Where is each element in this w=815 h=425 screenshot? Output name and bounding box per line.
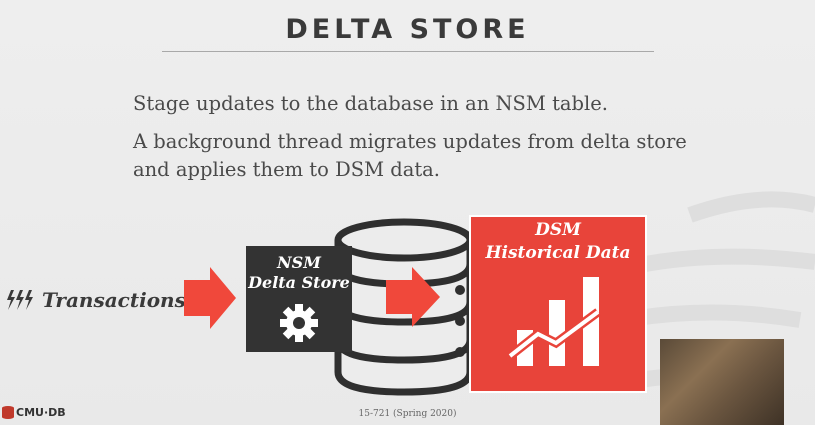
arrow-right-icon bbox=[184, 267, 236, 329]
dsm-box-line2: Historical Data bbox=[485, 243, 631, 263]
footer-logo: CMU·DB bbox=[0, 405, 66, 419]
video-inset bbox=[660, 339, 784, 425]
transactions-label: Transactions bbox=[42, 288, 186, 312]
gear-icon bbox=[280, 304, 318, 342]
nsm-box-line2: Delta Store bbox=[248, 273, 350, 292]
arrow-right-icon bbox=[386, 267, 440, 327]
cmu-db-logo-icon bbox=[2, 406, 14, 419]
transactions-group: Transactions bbox=[4, 285, 186, 315]
footer-logo-text: CMU·DB bbox=[16, 405, 66, 419]
dsm-box-label: DSM Historical Data bbox=[470, 219, 646, 265]
bullet-text-1: Stage updates to the database in an NSM … bbox=[133, 92, 608, 115]
nsm-box-label: NSM Delta Store bbox=[248, 253, 350, 293]
slide-title: DELTA STORE bbox=[285, 14, 530, 45]
footer-course: 15-721 (Spring 2020) bbox=[358, 409, 457, 419]
lightning-icon bbox=[7, 290, 33, 310]
dsm-box-line1: DSM bbox=[535, 220, 581, 240]
nsm-box-line1: NSM bbox=[277, 253, 321, 272]
bullet-text-2: A background thread migrates updates fro… bbox=[133, 130, 687, 181]
title-divider bbox=[162, 51, 654, 52]
